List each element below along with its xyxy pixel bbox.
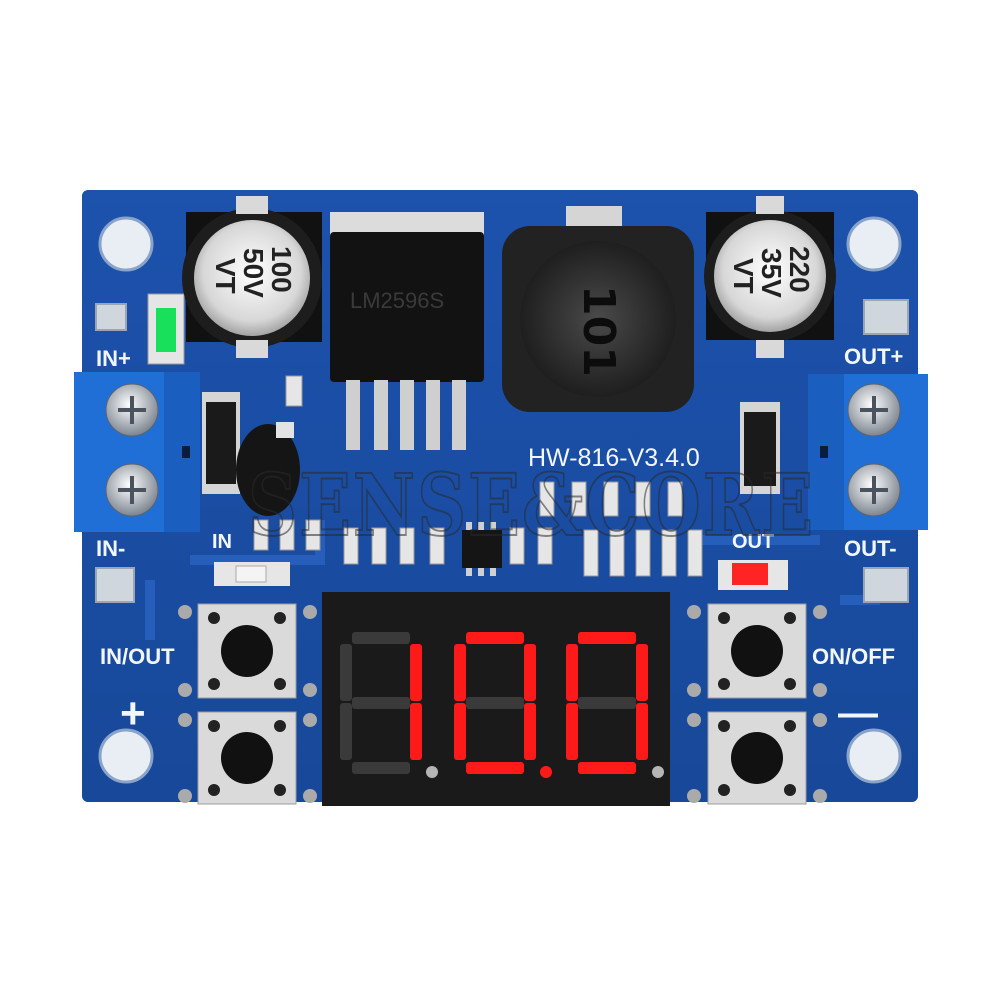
segment-3-e <box>566 703 578 760</box>
cap-right-brand: VT <box>728 258 759 294</box>
segment-3-d <box>578 762 636 774</box>
segment-1-d <box>352 762 410 774</box>
segment-3-a <box>578 632 636 644</box>
regulator-ic: LM2596S <box>330 212 484 450</box>
inductor-marking: 101 <box>573 285 624 377</box>
decimal-point-3 <box>652 766 664 778</box>
capacitor-right: 220 35V VT <box>704 196 836 358</box>
segment-1-b <box>410 644 422 701</box>
regulator-marking: LM2596S <box>350 288 444 313</box>
segment-2-f <box>454 644 466 701</box>
segment-3-f <box>566 644 578 701</box>
cap-left-voltage: 50V <box>238 248 269 298</box>
decimal-point-2 <box>540 766 552 778</box>
watermark-text: SENSE&CORE <box>248 457 815 556</box>
in-led <box>214 562 290 586</box>
diode-right <box>740 402 780 494</box>
mounting-holes <box>98 216 902 784</box>
segment-2-b <box>524 644 536 701</box>
out-led-label: OUT <box>732 531 774 553</box>
out-led-red <box>718 560 788 590</box>
plus-button[interactable] <box>178 711 317 805</box>
solder-pads <box>95 299 909 603</box>
in-minus-label: IN- <box>96 536 125 561</box>
segment-3-g <box>578 697 636 709</box>
on-off-button[interactable] <box>687 603 827 699</box>
in-out-button-label: IN/OUT <box>100 644 175 669</box>
segment-2-c <box>524 703 536 760</box>
segment-1-f <box>340 644 352 701</box>
power-led-green <box>147 293 185 365</box>
output-terminal-block <box>808 374 928 530</box>
cap-left-value: 100 <box>266 246 297 293</box>
minus-button[interactable] <box>687 711 827 805</box>
segment-1-g <box>352 697 410 709</box>
segment-2-e <box>454 703 466 760</box>
segment-3-c <box>636 703 648 760</box>
in-plus-label: IN+ <box>96 346 131 371</box>
decimal-point-1 <box>426 766 438 778</box>
inductor: 101 <box>502 206 694 412</box>
plus-button-label: + <box>120 689 146 738</box>
segment-2-d <box>466 762 524 774</box>
small-ic <box>462 522 502 576</box>
board-model-label: HW-816-V3.4.0 <box>528 444 700 472</box>
transistor <box>236 422 300 516</box>
segment-3-b <box>636 644 648 701</box>
cap-left-brand: VT <box>210 258 241 294</box>
segment-1-a <box>352 632 410 644</box>
capacitor-left: 100 50V VT <box>182 196 322 358</box>
cap-right-value: 220 <box>784 246 815 293</box>
diode-left <box>202 392 240 494</box>
segment-1-c <box>410 703 422 760</box>
in-led-label: IN <box>212 531 232 553</box>
minus-button-label: — <box>838 691 878 735</box>
input-terminal-block <box>74 372 200 532</box>
cap-right-voltage: 35V <box>756 248 787 298</box>
segment-1-e <box>340 703 352 760</box>
seven-segment-display <box>322 592 670 806</box>
smd-components <box>253 375 703 577</box>
in-out-button[interactable] <box>178 603 317 699</box>
on-off-button-label: ON/OFF <box>812 644 895 669</box>
segment-2-g <box>466 697 524 709</box>
out-minus-label: OUT- <box>844 536 897 561</box>
segment-2-a <box>466 632 524 644</box>
out-plus-label: OUT+ <box>844 344 903 369</box>
